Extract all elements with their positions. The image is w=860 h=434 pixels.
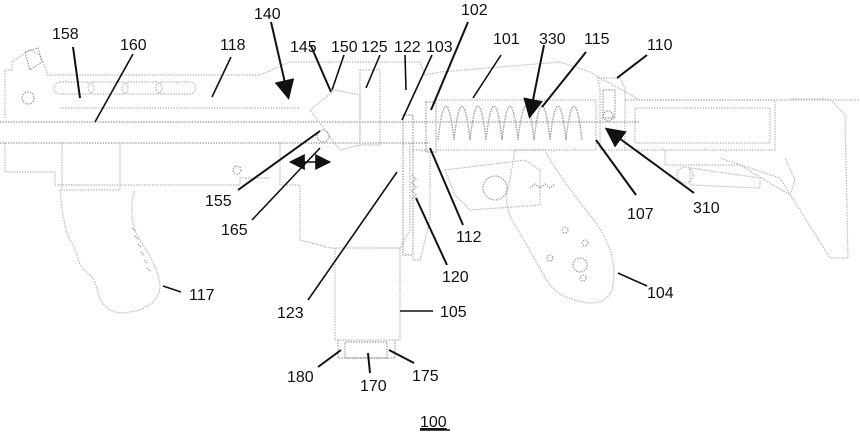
- leader-110: [616, 54, 648, 79]
- rear-lock-housing: [597, 77, 626, 151]
- ref-123: 123: [277, 305, 304, 322]
- hammer-assembly: [482, 175, 508, 201]
- chamber-outline: [309, 89, 361, 151]
- grip-screw-3: [546, 254, 554, 262]
- leader-155: [237, 130, 321, 191]
- leader-122: [404, 54, 407, 91]
- lower-front-outline: [4, 143, 270, 186]
- ref-120: 120: [442, 269, 469, 286]
- ref-101: 101: [493, 31, 520, 48]
- ref-104: 104: [647, 285, 674, 302]
- stock-knob: [676, 166, 694, 184]
- ref-125: 125: [361, 39, 388, 56]
- leader-104: [617, 272, 648, 287]
- leader-140: [270, 21, 295, 100]
- hammer-spring: [529, 183, 556, 189]
- handguard-outline: [4, 49, 860, 118]
- ref-107: 107: [627, 206, 654, 223]
- figure-number: 100: [420, 414, 447, 431]
- leader-lines: [72, 21, 695, 374]
- ref-122: 122: [394, 39, 421, 56]
- leader-310: [604, 127, 695, 194]
- ref-140: 140: [254, 6, 281, 23]
- grip-screw-1: [561, 226, 569, 234]
- magazine-outline: [334, 248, 401, 341]
- trigger-housing: [444, 159, 541, 211]
- ref-180: 180: [287, 369, 314, 386]
- receiver-plate: [402, 114, 414, 256]
- recoil-spring: [437, 105, 583, 141]
- leader-150: [331, 54, 345, 91]
- stock-lower-rail: [664, 150, 796, 196]
- leader-115: [541, 51, 587, 108]
- ref-150: 150: [331, 39, 358, 56]
- leader-123: [307, 171, 398, 301]
- ref-105: 105: [440, 304, 467, 321]
- ref-310: 310: [693, 200, 720, 217]
- leader-145: [310, 45, 332, 93]
- reference-numerals: 158 160 118 140 145 150 125 122 103 102 …: [52, 2, 720, 395]
- grip-screw-2: [581, 239, 589, 247]
- grip-screw-5: [579, 274, 587, 282]
- leader-103: [401, 54, 433, 121]
- pistol-grip-outline: [506, 149, 615, 304]
- foregrip-outline: [59, 189, 161, 314]
- front-sight: [24, 47, 43, 71]
- leader-160: [94, 53, 134, 123]
- leader-117: [162, 285, 182, 293]
- leader-107: [595, 139, 637, 196]
- leader-175: [388, 349, 415, 364]
- ref-165: 165: [221, 222, 248, 239]
- ref-102: 102: [461, 2, 488, 19]
- ref-110: 110: [647, 37, 673, 54]
- ref-145: 145: [290, 39, 317, 56]
- ref-175: 175: [412, 368, 439, 385]
- leader-165: [251, 147, 321, 221]
- leader-158: [72, 46, 81, 99]
- front-pivot-pin: [21, 91, 35, 105]
- magazine-well-outline: [279, 143, 411, 249]
- leader-180: [317, 349, 342, 368]
- buffer-spring-small: [411, 174, 417, 200]
- leader-330: [523, 44, 545, 119]
- leader-112: [429, 147, 464, 226]
- ref-115: 115: [584, 31, 610, 48]
- ref-170: 170: [360, 378, 387, 395]
- lower-front-box: [61, 143, 121, 191]
- foregrip-ridges: [131, 227, 152, 273]
- lock-ball: [602, 110, 614, 122]
- trigger-pin: [232, 165, 242, 175]
- leader-101: [472, 54, 502, 99]
- leader-118: [211, 56, 232, 98]
- ref-158: 158: [52, 26, 79, 43]
- stock-inner: [634, 107, 771, 144]
- stock-butt: [719, 98, 849, 259]
- ref-160: 160: [120, 37, 147, 54]
- grip-screw-4: [572, 257, 588, 273]
- ref-330: 330: [539, 31, 566, 48]
- magazine-baseplate: [344, 341, 388, 359]
- leader-170: [367, 352, 371, 374]
- ref-155: 155: [205, 193, 232, 210]
- ref-118: 118: [220, 37, 246, 54]
- handguard-vents: [53, 81, 197, 95]
- ref-112: 112: [456, 229, 482, 246]
- lower-receiver-outline: [412, 149, 431, 261]
- ref-117: 117: [189, 287, 215, 304]
- leader-102: [430, 21, 469, 111]
- leader-125: [365, 54, 381, 89]
- firearm-drawing: [0, 47, 860, 359]
- lock-detent: [602, 89, 616, 119]
- bolt-block: [359, 69, 381, 146]
- leader-120: [415, 197, 448, 266]
- ref-103: 103: [426, 39, 453, 56]
- stock-lever: [689, 167, 761, 189]
